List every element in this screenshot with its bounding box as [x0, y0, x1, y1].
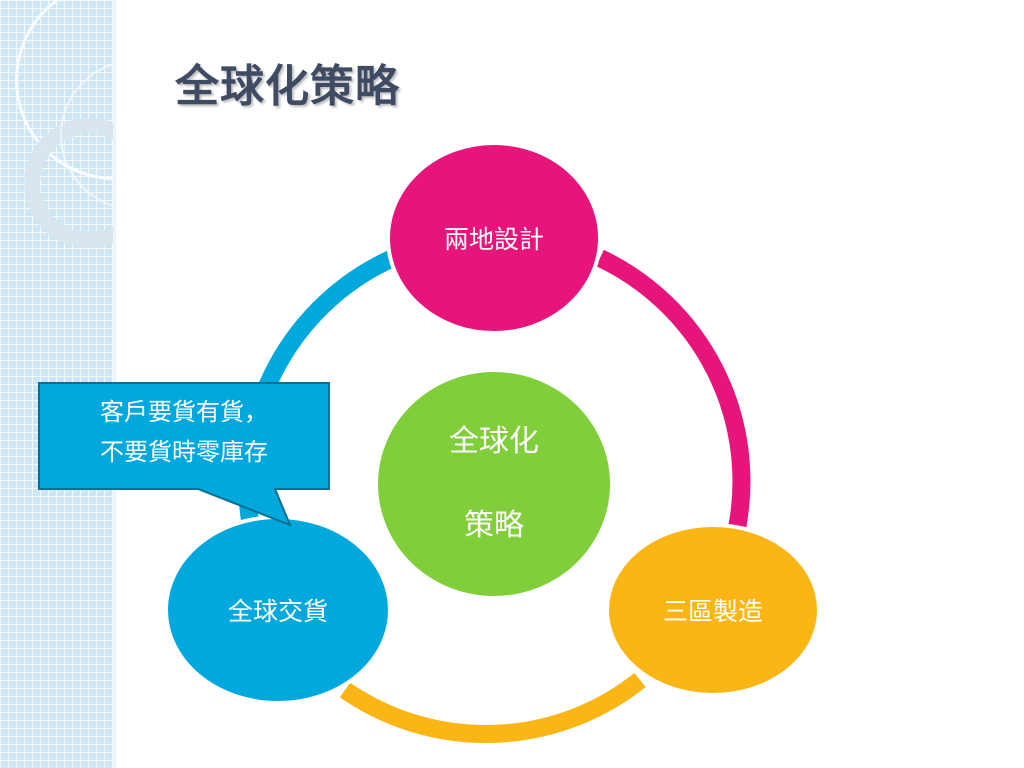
node-label-delivery: 全球交貨 — [227, 597, 329, 626]
slide-title: 全球化策略 — [175, 61, 400, 112]
callout-bubble — [38, 382, 330, 527]
center-circle — [378, 372, 610, 596]
center-label-line2: 策略 — [464, 508, 524, 543]
arc-design-to-manufacture — [596, 249, 751, 530]
callout-line1: 客戶要貨有貨， — [100, 398, 268, 426]
arc-manufacture-to-delivery — [339, 672, 646, 744]
callout-text: 客戶要貨有貨， 不要貨時零庫存 — [39, 392, 329, 472]
node-label-design: 兩地設計 — [443, 225, 545, 254]
node-circle-manufacture — [605, 523, 821, 697]
callout-line2: 不要貨時零庫存 — [100, 438, 268, 466]
node-circle-design — [386, 141, 602, 335]
node-label-manufacture: 三區製造 — [662, 597, 764, 626]
center-label-line1: 全球化 — [449, 424, 539, 459]
center-label: 全球化 策略 — [449, 400, 539, 568]
